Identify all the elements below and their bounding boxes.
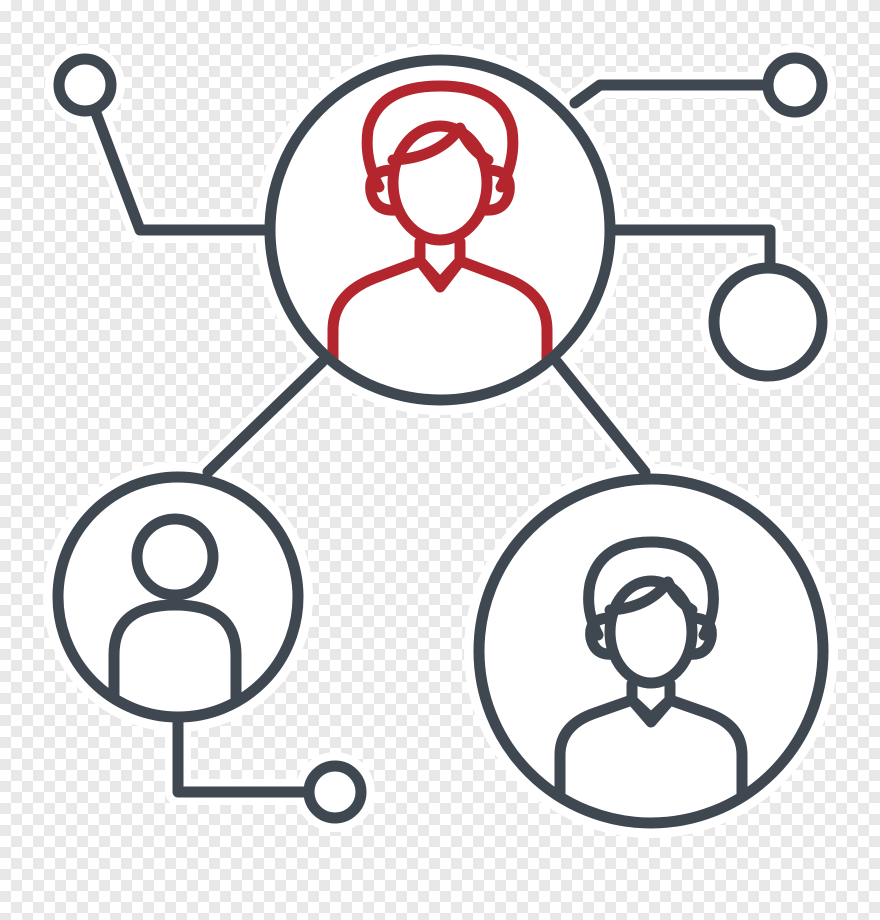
connector-center-left	[202, 356, 328, 478]
connector-bottom	[172, 714, 313, 798]
right-ring	[473, 473, 829, 829]
left-user-node	[52, 471, 304, 723]
user-icon	[108, 513, 242, 706]
person-icon	[327, 80, 553, 376]
node-bottom-icon	[303, 760, 367, 824]
center-person-node	[264, 54, 616, 406]
node-top-right-icon	[762, 52, 828, 118]
left-ring	[52, 471, 304, 723]
person-icon	[554, 536, 748, 806]
connector-right	[606, 224, 776, 274]
right-person-node	[473, 473, 829, 829]
node-right-icon	[708, 262, 828, 382]
node-top-left-icon	[53, 53, 117, 117]
connector-center-right	[551, 356, 651, 478]
terminal-nodes	[53, 52, 828, 824]
connector-lines	[90, 79, 776, 798]
center-ring	[264, 54, 616, 406]
connector-top-right	[569, 79, 772, 109]
connector-top-left	[90, 107, 276, 236]
